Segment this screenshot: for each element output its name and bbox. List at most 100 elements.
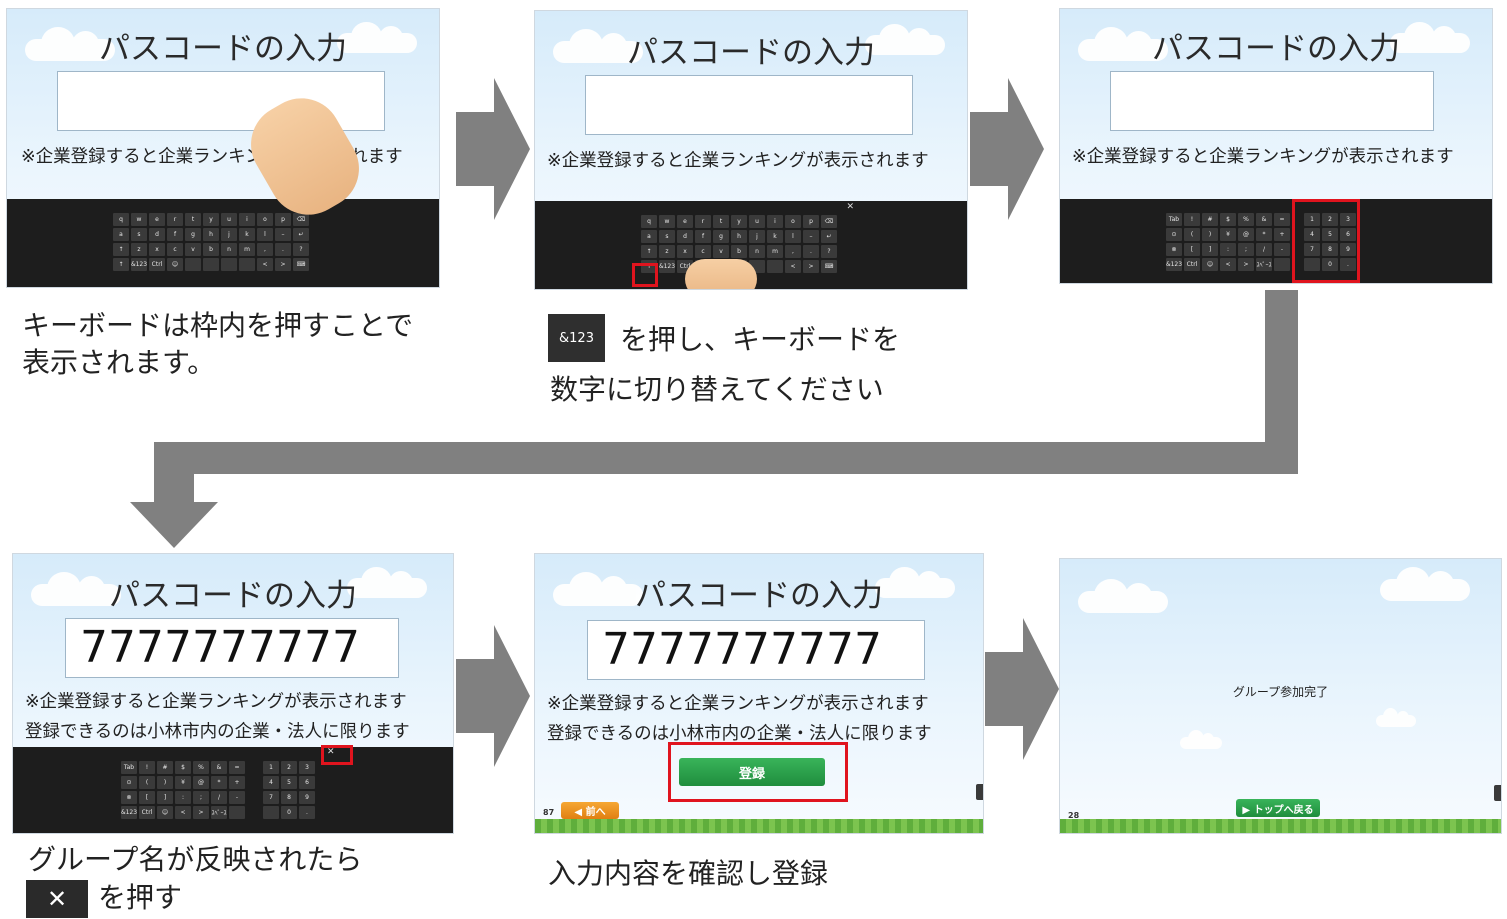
keyboard-key[interactable]: > — [275, 258, 291, 271]
keyboard-key[interactable]: ) — [1202, 228, 1218, 241]
keyboard-key[interactable]: ! — [139, 761, 155, 774]
keyboard-key[interactable]: f — [167, 228, 183, 241]
keyboard-key[interactable]: ↵ — [293, 228, 309, 241]
keyboard-key[interactable]: . — [299, 806, 315, 819]
keyboard-key[interactable]: &123 — [659, 260, 675, 273]
keyboard-key[interactable]: i — [767, 215, 783, 228]
keyboard-key[interactable] — [263, 806, 279, 819]
keyboard-key[interactable]: - — [1274, 243, 1290, 256]
keyboard-key[interactable]: < — [785, 260, 801, 273]
keyboard-key[interactable]: ↑ — [113, 258, 129, 271]
keyboard-key[interactable]: & — [1256, 213, 1272, 226]
keyboard-key[interactable]: ☺ — [167, 258, 183, 271]
keyboard-key[interactable]: Ctrl — [1184, 258, 1200, 271]
keyboard-key[interactable]: @ — [193, 776, 209, 789]
keyboard-key[interactable]: 1 — [1304, 213, 1320, 226]
keyboard-key[interactable]: ; — [1238, 243, 1254, 256]
keyboard-key[interactable]: 8 — [281, 791, 297, 804]
keyboard-key[interactable] — [185, 258, 201, 271]
keyboard-key[interactable]: : — [1220, 243, 1236, 256]
keyboard-key[interactable] — [1304, 258, 1320, 271]
keyboard-key[interactable]: * — [1256, 228, 1272, 241]
keyboard-key[interactable]: ] — [157, 791, 173, 804]
keyboard-key[interactable]: ? — [821, 245, 837, 258]
keyboard-key[interactable]: d — [149, 228, 165, 241]
keyboard-key[interactable]: 5 — [1322, 228, 1338, 241]
keyboard-key[interactable]: ; — [193, 791, 209, 804]
keyboard-key[interactable]: j — [221, 228, 237, 241]
keyboard-key[interactable]: ☺ — [1202, 258, 1218, 271]
keyboard-key[interactable]: . — [1340, 258, 1356, 271]
passcode-input[interactable] — [585, 75, 913, 135]
prev-button[interactable]: ◀ 前へ — [561, 802, 619, 819]
keyboard-key[interactable]: 2 — [281, 761, 297, 774]
keyboard-key[interactable]: r — [695, 215, 711, 228]
keyboard-key[interactable]: ? — [293, 243, 309, 256]
keyboard-key[interactable]: ⊗ — [121, 791, 137, 804]
keyboard-key[interactable]: i — [239, 213, 255, 226]
keyboard-key[interactable]: 7 — [263, 791, 279, 804]
keyboard-key[interactable]: b — [203, 243, 219, 256]
keyboard-key[interactable]: : — [175, 791, 191, 804]
keyboard-key[interactable] — [1274, 258, 1290, 271]
keyboard-key[interactable]: x — [149, 243, 165, 256]
keyboard-key[interactable]: [ — [1184, 243, 1200, 256]
keyboard-key[interactable]: 9 — [1340, 243, 1356, 256]
keyboard-key[interactable]: ( — [1184, 228, 1200, 241]
keyboard-key[interactable]: – — [803, 230, 819, 243]
keyboard-key[interactable]: ⊙ — [1166, 228, 1182, 241]
keyboard-key[interactable]: &123 — [131, 258, 147, 271]
keyboard-key[interactable]: ↑ — [641, 245, 657, 258]
keyboard-key[interactable]: v — [185, 243, 201, 256]
keyboard-key[interactable]: + — [1274, 228, 1290, 241]
keyboard-key[interactable]: e — [149, 213, 165, 226]
keyboard-key[interactable]: < — [1220, 258, 1236, 271]
keyboard-key[interactable]: , — [785, 245, 801, 258]
keyboard-close-icon[interactable]: ✕ — [846, 202, 857, 212]
keyboard-key[interactable]: t — [185, 213, 201, 226]
keyboard-key[interactable]: / — [1256, 243, 1272, 256]
keyboard-key[interactable]: p — [803, 215, 819, 228]
keyboard-key[interactable] — [229, 806, 245, 819]
keyboard-key[interactable]: . — [275, 243, 291, 256]
keyboard-key[interactable]: ] — [1202, 243, 1218, 256]
keyboard-key[interactable]: x — [677, 245, 693, 258]
keyboard-key[interactable]: g — [185, 228, 201, 241]
keyboard-key[interactable]: 8 — [1322, 243, 1338, 256]
keyboard-key[interactable]: # — [157, 761, 173, 774]
passcode-input[interactable]: 7777777777 — [65, 618, 399, 678]
keyboard-key[interactable]: < — [257, 258, 273, 271]
keyboard-key[interactable]: z — [131, 243, 147, 256]
keyboard-key[interactable]: = — [229, 761, 245, 774]
keyboard-key[interactable]: r — [167, 213, 183, 226]
keyboard-key[interactable]: q — [641, 215, 657, 228]
keyboard-key[interactable]: ｽﾍﾟｰｽ — [1256, 258, 1272, 271]
keyboard-key[interactable]: ! — [1184, 213, 1200, 226]
keyboard-key[interactable]: % — [193, 761, 209, 774]
keyboard-key[interactable]: m — [239, 243, 255, 256]
keyboard-key[interactable]: u — [749, 215, 765, 228]
keyboard-key[interactable]: [ — [139, 791, 155, 804]
keyboard-key[interactable]: ⌨ — [293, 258, 309, 271]
keyboard-key[interactable]: ( — [139, 776, 155, 789]
keyboard-key[interactable]: ｽﾍﾟｰｽ — [211, 806, 227, 819]
keyboard-key[interactable]: , — [257, 243, 273, 256]
keyboard-key[interactable]: k — [767, 230, 783, 243]
keyboard-key[interactable]: 2 — [1322, 213, 1338, 226]
keyboard-key[interactable]: f — [695, 230, 711, 243]
keyboard-key[interactable]: c — [167, 243, 183, 256]
keyboard-key[interactable]: 5 — [281, 776, 297, 789]
keyboard-key[interactable]: 4 — [1304, 228, 1320, 241]
keyboard-key[interactable]: w — [131, 213, 147, 226]
keyboard-key[interactable]: o — [257, 213, 273, 226]
keyboard-key[interactable]: $ — [1220, 213, 1236, 226]
keyboard-key[interactable]: ⌫ — [293, 213, 309, 226]
keyboard-key[interactable]: 7 — [1304, 243, 1320, 256]
keyboard-key[interactable]: &123 — [121, 806, 137, 819]
passcode-input[interactable]: 7777777777 — [587, 620, 925, 680]
keyboard-key[interactable]: 9 — [299, 791, 315, 804]
register-button[interactable]: 登録 — [679, 758, 825, 786]
keyboard-key[interactable]: &123 — [1166, 258, 1182, 271]
keyboard-key[interactable]: p — [275, 213, 291, 226]
back-to-top-button[interactable]: ▶ トップへ戻る — [1236, 799, 1320, 817]
